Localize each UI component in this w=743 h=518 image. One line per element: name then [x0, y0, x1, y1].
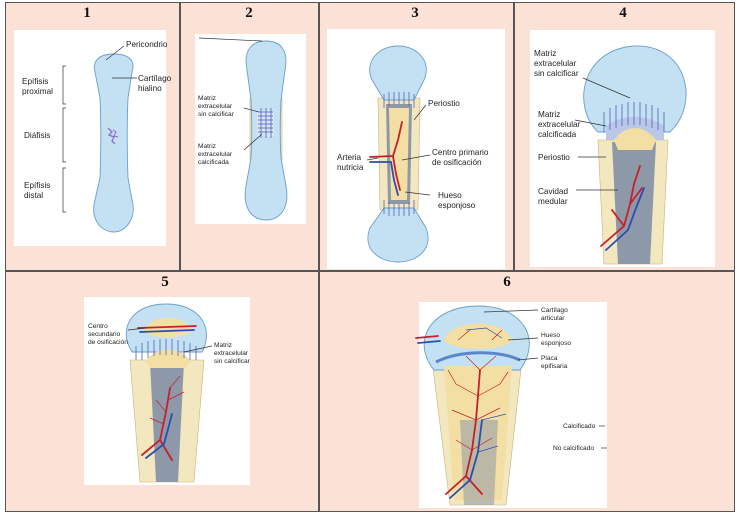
- label-not-calcified: No calcificado: [553, 445, 594, 452]
- panel-6-bone-model: [415, 305, 607, 506]
- label-distal-epiphysis: Epífisis distal: [24, 181, 50, 200]
- artery-fine-branches: [149, 375, 185, 425]
- panel-number: 3: [411, 5, 419, 21]
- svg-text:articular: articular: [541, 315, 565, 322]
- svg-text:proximal: proximal: [22, 87, 53, 96]
- svg-text:calcificada: calcificada: [198, 159, 229, 166]
- nutrient-vein: [369, 161, 399, 196]
- svg-text:Cartílago: Cartílago: [138, 74, 172, 83]
- calcification-spot: [107, 127, 116, 145]
- bracket-distal: [62, 167, 66, 213]
- svg-text:Cartílago: Cartílago: [541, 307, 568, 314]
- svg-text:distal: distal: [24, 191, 43, 200]
- svg-text:extracelular: extracelular: [198, 103, 233, 110]
- svg-text:Epífisis: Epífisis: [22, 77, 48, 86]
- label-uncalcified-matrix: Matriz extracelular sin calcificar: [198, 95, 235, 118]
- label-calcified: Calcificado: [563, 423, 596, 430]
- vein-fine-branches: [465, 327, 507, 453]
- label-primary-ossification-center: Centro primario de osificación: [432, 148, 489, 167]
- svg-text:extracelular: extracelular: [538, 120, 581, 129]
- svg-text:medular: medular: [538, 197, 568, 206]
- label-hyaline-cartilage: Cartílago hialino: [138, 74, 172, 93]
- vein-branches: [139, 329, 195, 459]
- bracket-proximal: [62, 65, 66, 105]
- svg-text:nutricia: nutricia: [337, 163, 364, 172]
- svg-text:Matriz: Matriz: [198, 95, 216, 102]
- panel-5-bone-model: [125, 303, 213, 483]
- svg-text:secundario: secundario: [88, 331, 121, 338]
- svg-text:Matriz: Matriz: [534, 49, 556, 58]
- label-articular-cartilage: Cartílago articular: [541, 307, 568, 322]
- label-secondary-ossification-center: Centro secundario de osificación: [88, 323, 128, 346]
- label-medullary-cavity: Cavidad medular: [538, 187, 568, 206]
- label-proximal-epiphysis: Epífisis proximal: [22, 77, 53, 96]
- svg-text:Cavidad: Cavidad: [538, 187, 568, 196]
- svg-text:Hueso: Hueso: [541, 332, 560, 339]
- svg-text:calcificada: calcificada: [538, 130, 577, 139]
- panel-4-bone-model: [574, 45, 687, 265]
- ossification-front-top: [383, 92, 415, 108]
- panel-number: 2: [245, 5, 253, 21]
- label-calcified-matrix: Matriz extracelular calcificada: [538, 110, 581, 139]
- calcified-matrix-dots: [258, 108, 273, 138]
- panel-2-cartilage-model: [198, 37, 288, 221]
- svg-text:extracelular: extracelular: [198, 151, 233, 158]
- svg-text:de osificación: de osificación: [432, 158, 482, 167]
- bracket-diaphysis: [62, 107, 66, 163]
- svg-text:Centro: Centro: [88, 323, 108, 330]
- svg-text:Centro primario: Centro primario: [432, 148, 489, 157]
- svg-text:epifisaria: epifisaria: [541, 363, 568, 370]
- panel-number: 6: [503, 274, 511, 290]
- label-spongy-bone: Hueso esponjoso: [541, 332, 571, 347]
- svg-text:de osificación: de osificación: [88, 339, 128, 346]
- label-calcified-matrix: Matriz extracelular calcificada: [198, 143, 233, 166]
- panel-3-bone-model: [366, 45, 431, 263]
- svg-text:Matriz: Matriz: [214, 342, 232, 349]
- epiphyseal-plate: [435, 351, 521, 364]
- vein-branches: [417, 340, 483, 499]
- svg-text:extracelular: extracelular: [534, 59, 577, 68]
- svg-text:esponjoso: esponjoso: [541, 340, 571, 347]
- ossification-front-bottom: [383, 200, 415, 216]
- label-perichondrium: Pericondrio: [126, 40, 168, 49]
- svg-text:hialino: hialino: [138, 84, 162, 93]
- artery-branches: [415, 335, 483, 495]
- svg-text:Epífisis: Epífisis: [24, 181, 50, 190]
- vein-branches: [605, 187, 645, 251]
- panel-1-cartilage-model: [62, 45, 137, 233]
- svg-text:Hueso: Hueso: [438, 191, 462, 200]
- calcification-spot: [112, 129, 119, 138]
- svg-text:esponjoso: esponjoso: [438, 201, 476, 210]
- label-diaphysis: Diáfisis: [24, 131, 50, 140]
- label-periosteum: Periostio: [538, 153, 570, 162]
- panel-number: 5: [161, 274, 169, 290]
- svg-text:extracelular: extracelular: [214, 350, 249, 357]
- panel-number: 4: [619, 5, 627, 21]
- growth-zone-lines: [135, 339, 197, 360]
- svg-text:Matriz: Matriz: [538, 110, 560, 119]
- nutrient-artery: [369, 121, 403, 191]
- artery-fine-branches: [447, 329, 509, 451]
- illustration-card-1: [14, 30, 166, 246]
- label-uncalcified-matrix: Matriz extracelular sin calcificar: [214, 342, 251, 365]
- label-periosteum: Periostio: [428, 99, 460, 108]
- svg-text:sin calcificar: sin calcificar: [198, 111, 235, 118]
- svg-text:sin calcificar: sin calcificar: [534, 69, 579, 78]
- svg-text:sin calcificar: sin calcificar: [214, 358, 251, 365]
- label-uncalcified-matrix: Matriz extracelular sin calcificar: [534, 49, 579, 78]
- calcified-matrix-lines: [603, 102, 665, 132]
- label-nutrient-artery: Arteria nutricia: [337, 153, 364, 172]
- svg-text:Arteria: Arteria: [337, 153, 362, 162]
- artery-branches: [600, 165, 643, 247]
- svg-text:Matriz: Matriz: [198, 143, 216, 150]
- panel-number: 1: [83, 5, 91, 21]
- label-epiphyseal-plate: Placa epifisaria: [541, 355, 568, 370]
- label-spongy-bone: Hueso esponjoso: [438, 191, 476, 210]
- svg-text:Placa: Placa: [541, 355, 558, 362]
